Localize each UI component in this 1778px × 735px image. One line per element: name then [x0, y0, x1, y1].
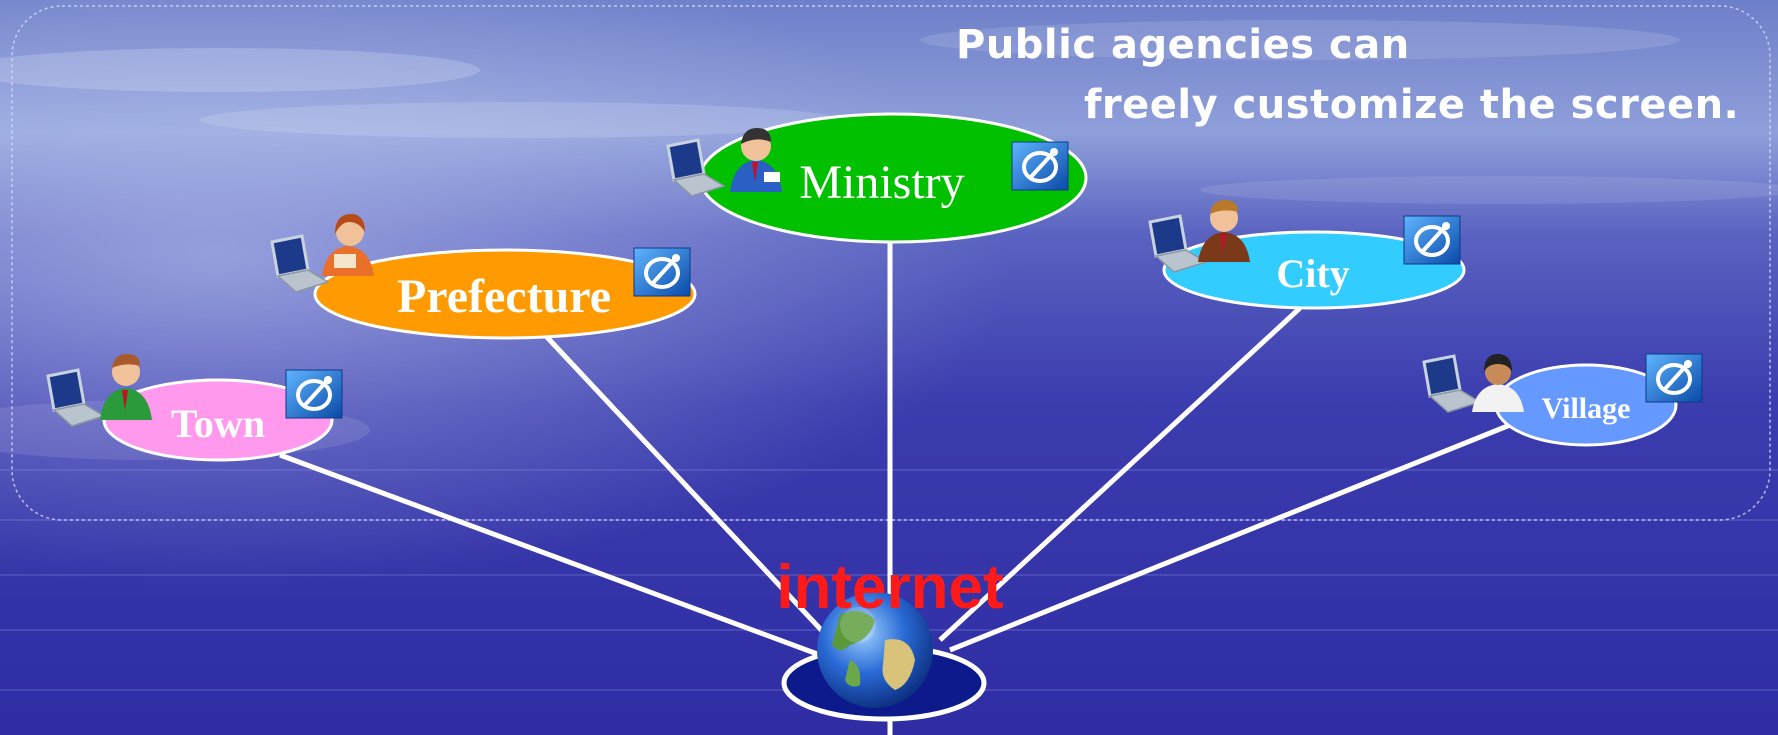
browser-badge-icon: [285, 369, 343, 419]
internet-label: internet: [776, 553, 1003, 622]
prefecture-label: Prefecture: [397, 270, 611, 323]
link-village: [949, 422, 1511, 653]
prefecture-ellipse: [313, 248, 697, 340]
node-city[interactable]: City: [1148, 200, 1466, 310]
laptop-icon: [1422, 354, 1482, 413]
link-city: [938, 306, 1302, 642]
internet-hub: internet: [776, 553, 1004, 722]
node-village[interactable]: Village: [1422, 353, 1703, 447]
officer-orange-icon: [322, 214, 374, 276]
link-town: [279, 452, 821, 658]
village-label: Village: [1542, 392, 1631, 425]
browser-badge-icon: [1645, 353, 1703, 403]
node-ministry[interactable]: Ministry: [666, 112, 1088, 244]
laptop-icon: [1148, 214, 1208, 273]
ministry-label: Ministry: [799, 156, 964, 209]
officer-green-suit-icon: [100, 354, 152, 420]
laptop-icon: [666, 138, 726, 197]
node-prefecture[interactable]: Prefecture: [270, 214, 697, 340]
node-town[interactable]: Town: [46, 354, 343, 462]
town-label: Town: [171, 401, 265, 446]
browser-badge-icon: [633, 247, 691, 297]
caption-line-1: Public agencies can: [956, 22, 1410, 68]
laptop-icon: [270, 234, 330, 293]
officer-white-dress-icon: [1472, 354, 1524, 412]
connector-lines: [279, 238, 1511, 735]
browser-badge-icon: [1403, 215, 1461, 265]
officer-blue-shirt-icon: [730, 128, 782, 192]
link-prefecture: [543, 333, 842, 652]
browser-badge-icon: [1011, 141, 1069, 191]
caption-line-2: freely customize the screen.: [1084, 82, 1740, 128]
officer-brown-suit-icon: [1198, 200, 1250, 262]
city-label: City: [1276, 251, 1349, 296]
globe-icon: [817, 592, 933, 708]
laptop-icon: [46, 368, 106, 427]
